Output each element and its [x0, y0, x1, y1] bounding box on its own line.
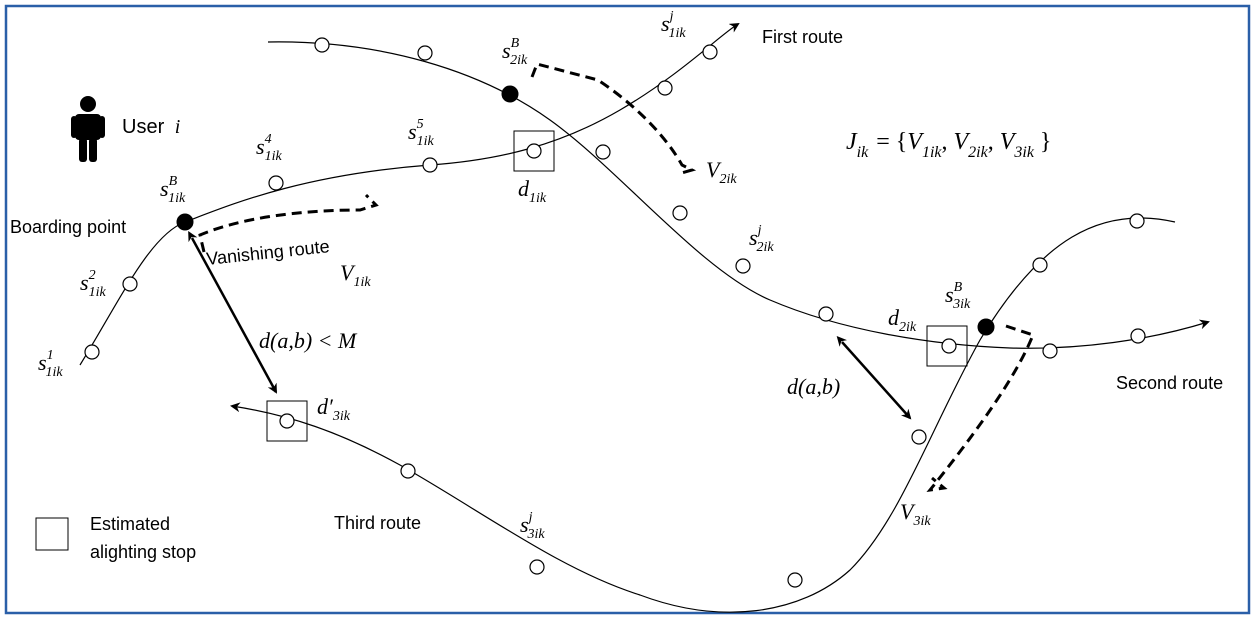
second-route-label: Second route	[1116, 373, 1223, 393]
stop-third-route	[1032, 257, 1048, 273]
alighting-box-d2ik	[926, 325, 968, 367]
stop-second-route	[1130, 328, 1146, 344]
label-v2ik: V2ik	[706, 157, 737, 187]
vanishing-route-v1ik	[198, 193, 379, 253]
user-icon	[71, 96, 105, 162]
diagram-frame	[4, 4, 1251, 615]
stop-third-route	[787, 572, 803, 588]
stop-second-route	[314, 37, 330, 53]
stop-second-route	[417, 45, 433, 61]
stop-s2ik-j	[735, 258, 751, 274]
label-v3ik: V3ik	[900, 499, 931, 529]
stop-first-route	[657, 80, 673, 96]
alighting-box-d3ik-prime	[266, 400, 308, 442]
first-route-stops	[84, 44, 718, 360]
label-v1ik: V1ik	[340, 260, 371, 290]
third-route-label: Third route	[334, 513, 421, 533]
formula-v3-sub: 3ik	[1013, 144, 1034, 161]
stop-s1ik-2	[122, 276, 138, 292]
legend-label-line1: Estimated	[90, 514, 170, 534]
stop-third-route	[911, 429, 927, 445]
stop-d2ik	[941, 338, 957, 354]
distance-arrow-constraint	[188, 230, 278, 394]
distance-constraint-label: d(a,b) < M	[259, 328, 358, 353]
stop-second-route	[595, 144, 611, 160]
legend-box	[35, 517, 69, 551]
formula-lhs: J	[846, 129, 858, 155]
stop-s1ik-1	[84, 344, 100, 360]
vanishing-route-label: Vanishing route	[205, 236, 330, 269]
first-route-label: First route	[762, 27, 843, 47]
label-d3ik-prime: d′3ik	[317, 394, 351, 424]
stop-s1ik-5	[422, 157, 438, 173]
distance-plain-label: d(a,b)	[787, 374, 840, 399]
formula-lhs-sub: ik	[857, 144, 869, 161]
stop-first-route	[702, 44, 718, 60]
vanishing-route-v3ik	[926, 324, 1035, 493]
boarding-stop-s1ik-B	[176, 213, 194, 231]
formula-j: Jik= {V1ik, V2ik, V3ik }	[846, 129, 1051, 161]
legend-label-line2: alighting stop	[90, 542, 196, 562]
formula-v1: V	[907, 129, 924, 155]
stop-second-route	[1042, 343, 1058, 359]
formula-v3: V	[1000, 129, 1017, 155]
second-route-stops	[314, 37, 1146, 359]
stop-third-route	[1129, 213, 1145, 229]
third-route-stops	[279, 213, 1145, 588]
label-d1ik: d1ik	[518, 176, 547, 206]
vanishing-route-v2ik	[530, 62, 697, 176]
distance-arrow-plain	[836, 336, 912, 420]
boarding-point-label: Boarding point	[10, 217, 126, 237]
stop-d3ik-prime	[279, 413, 295, 429]
formula-v2-sub: 2ik	[968, 144, 988, 161]
stop-second-route	[818, 306, 834, 322]
formula-v2: V	[953, 129, 970, 155]
third-route-line	[230, 217, 1176, 613]
label-d2ik: d2ik	[888, 305, 917, 335]
stop-s1ik-4	[268, 175, 284, 191]
second-route-line	[267, 41, 1210, 349]
stop-third-route	[400, 463, 416, 479]
stop-d1ik	[526, 143, 542, 159]
alighting-box-d1ik	[513, 130, 555, 172]
boarding-stop-s3ik-B	[977, 318, 995, 336]
boarding-stop-s2ik-B	[501, 85, 519, 103]
formula-v1-sub: 1ik	[922, 144, 942, 161]
user-label: User i	[122, 116, 180, 138]
stop-s3ik-j	[529, 559, 545, 575]
stop-second-route	[672, 205, 688, 221]
